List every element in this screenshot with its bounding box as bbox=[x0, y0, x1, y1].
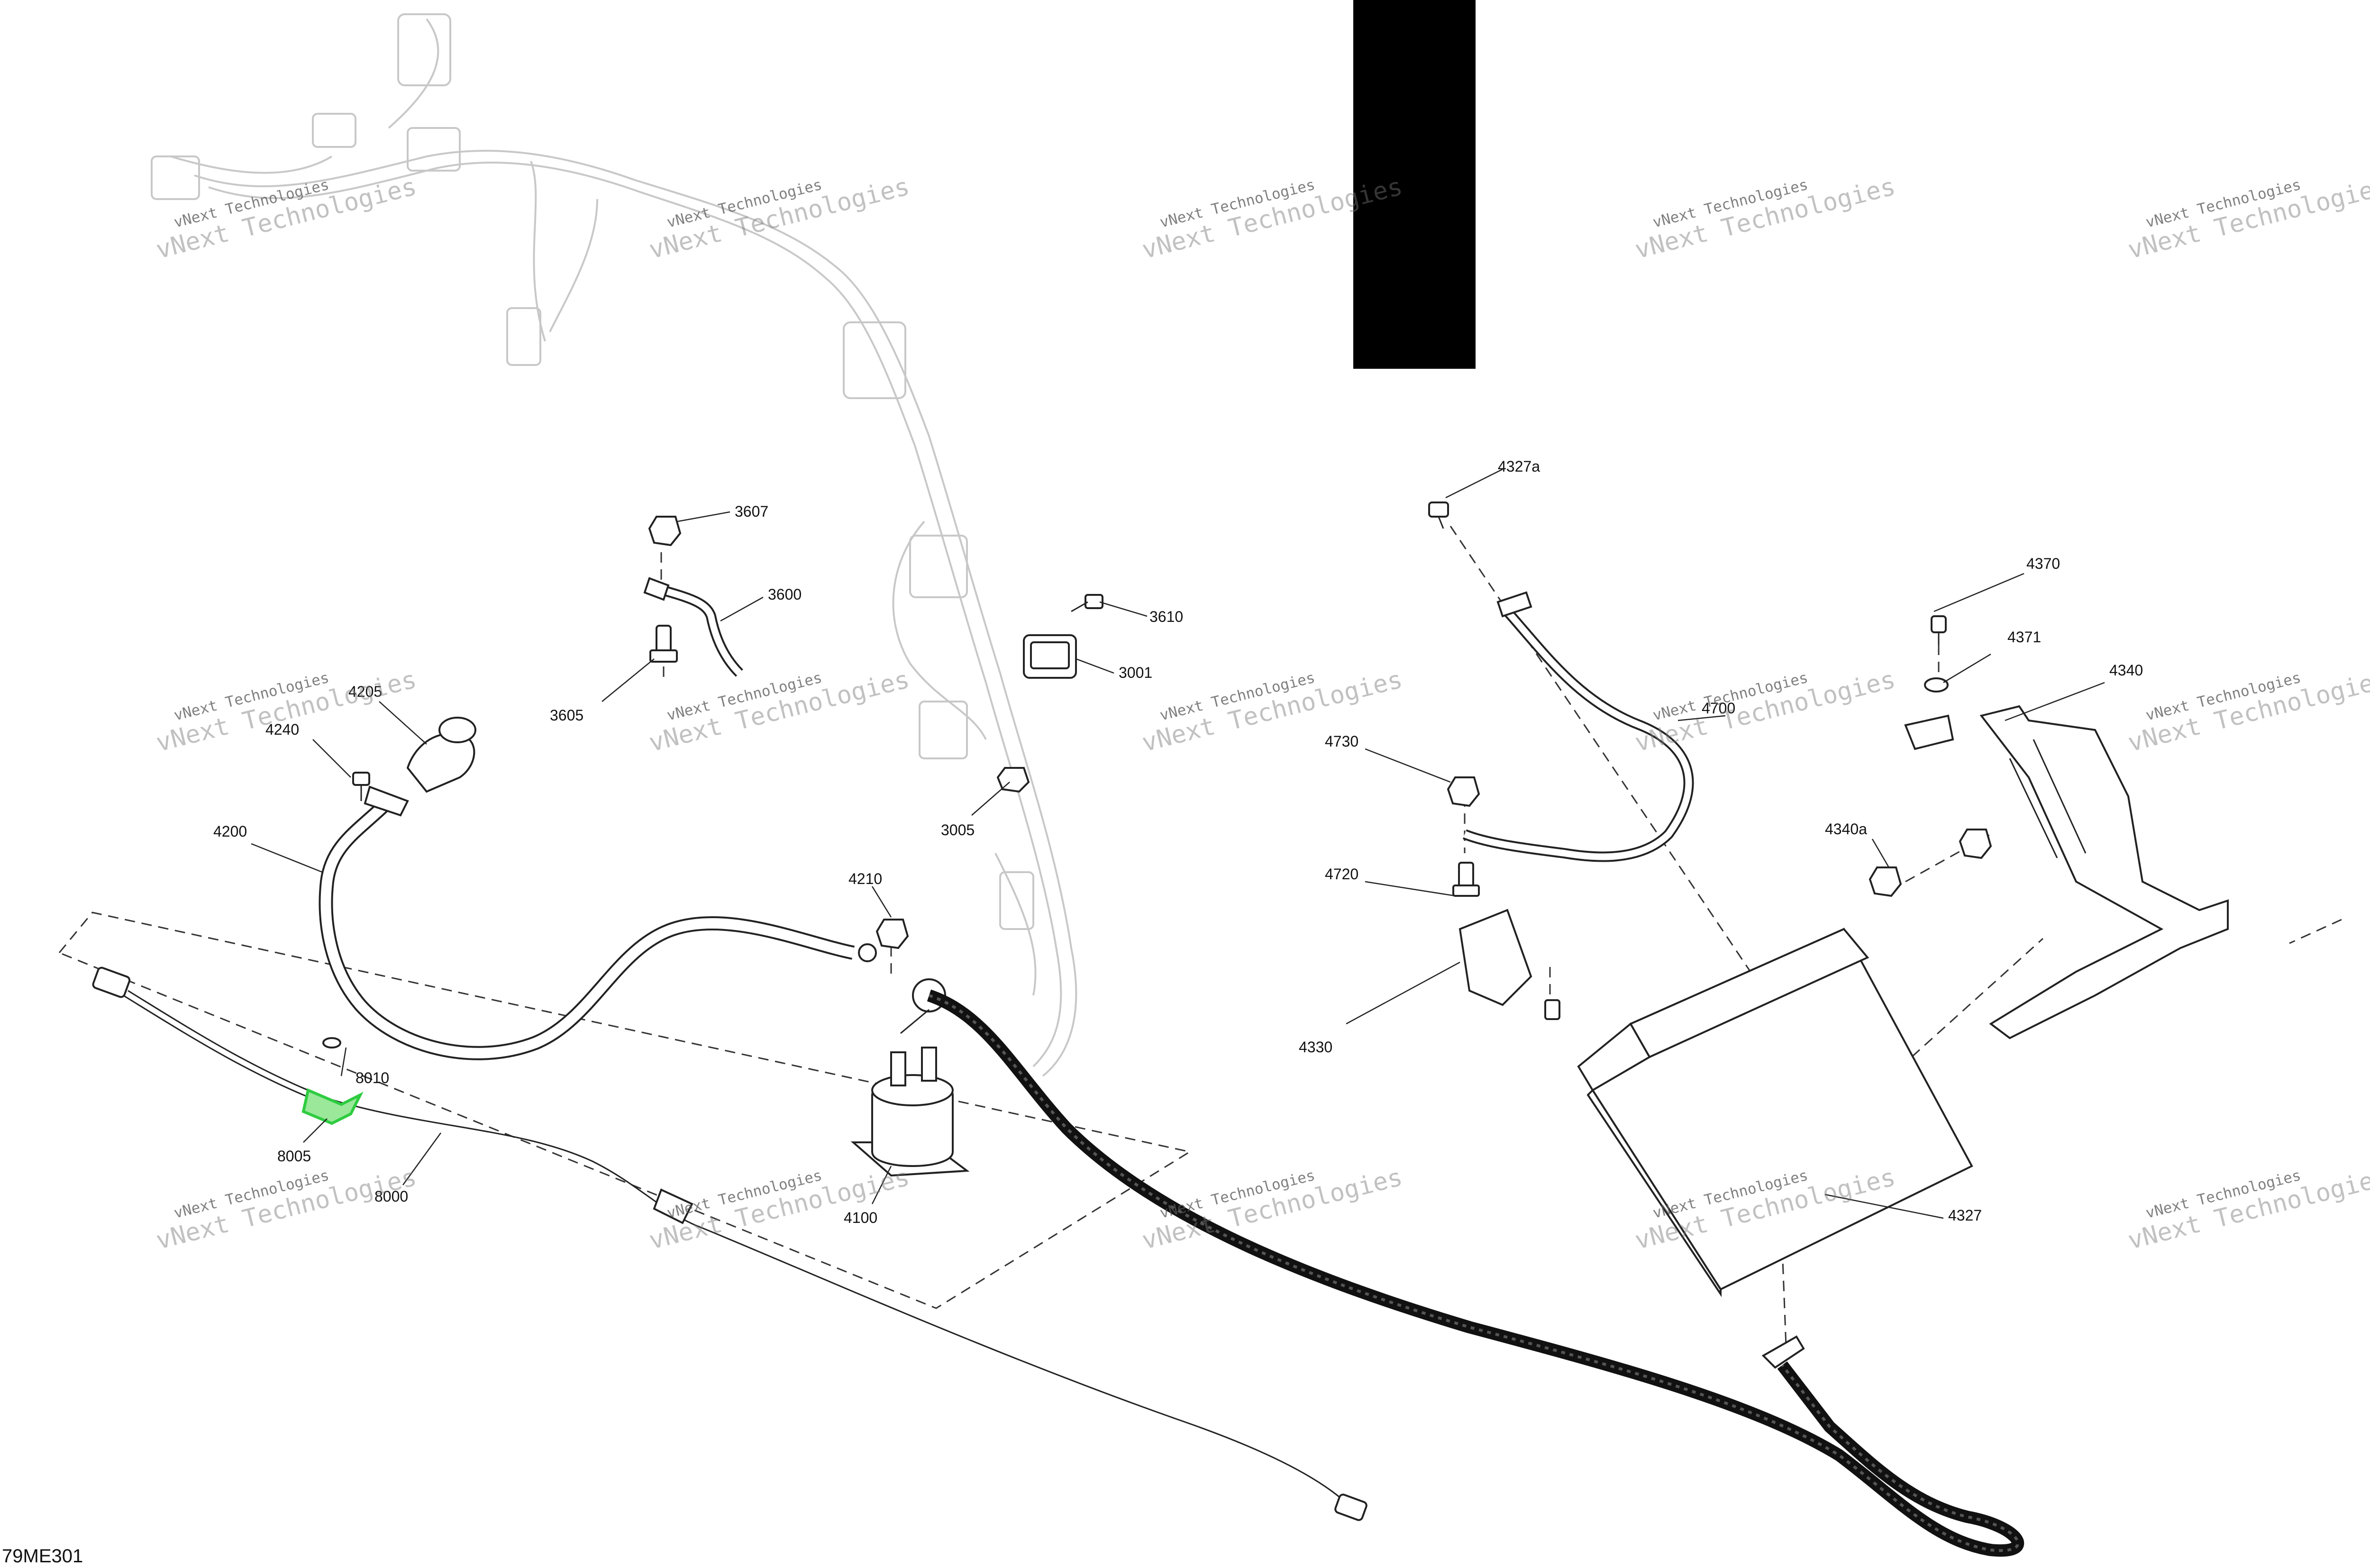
callout-4700: 4700 bbox=[1702, 700, 1735, 717]
ground-strap-3600 bbox=[643, 577, 743, 677]
callout-4371: 4371 bbox=[2007, 629, 2041, 646]
screw-4327a bbox=[1428, 501, 1449, 529]
battery-4327 bbox=[1577, 928, 1973, 1297]
watermark: vNext Technologies vNext Technologies bbox=[646, 1163, 912, 1256]
callout-4330: 4330 bbox=[1299, 1039, 1332, 1056]
callout-4327a: 4327a bbox=[1498, 458, 1540, 475]
starter-relay-4100 bbox=[850, 978, 970, 1177]
screw-8010 bbox=[322, 1037, 341, 1048]
redaction-block bbox=[1353, 0, 1476, 369]
watermark: vNext Technologies vNext Technologies bbox=[646, 665, 912, 758]
nut-4730 bbox=[1447, 776, 1480, 807]
callout-3605: 3605 bbox=[550, 707, 583, 724]
watermark: vNext Technologies vNext Technologies bbox=[646, 173, 912, 265]
washer-4371 bbox=[1924, 677, 1949, 693]
watermark: vNext Technologies vNext Technologies bbox=[2125, 1163, 2370, 1256]
dashed-reference-lines bbox=[58, 526, 2342, 1370]
ghost-main-harness bbox=[151, 13, 1077, 1077]
watermark: vNext Technologies vNext Technologies bbox=[2125, 173, 2370, 265]
leader-lines bbox=[251, 468, 2105, 1219]
callout-4327: 4327 bbox=[1948, 1207, 1982, 1224]
main-ground-cable bbox=[927, 989, 2024, 1557]
screw-4370 bbox=[1931, 615, 1947, 645]
battery-cable-4200 bbox=[319, 785, 877, 1060]
watermark: vNext Technologies vNext Technologies bbox=[153, 665, 419, 758]
clip-8005-highlighted bbox=[301, 1088, 364, 1125]
callout-3005: 3005 bbox=[941, 821, 975, 839]
screw-4330-small bbox=[1544, 999, 1560, 1020]
callout-4205: 4205 bbox=[348, 683, 382, 700]
callout-3607: 3607 bbox=[735, 503, 768, 520]
nut-3607 bbox=[648, 516, 682, 547]
callout-4340: 4340 bbox=[2109, 662, 2143, 679]
screw-4240 bbox=[352, 772, 370, 801]
watermark: vNext Technologies vNext Technologies bbox=[2125, 665, 2370, 758]
nut-4340a bbox=[1869, 829, 1992, 897]
callout-3610: 3610 bbox=[1149, 608, 1183, 625]
terminal-cover-4330 bbox=[1458, 909, 1532, 1006]
callout-3600: 3600 bbox=[768, 586, 802, 603]
watermark: vNext Technologies vNext Technologies bbox=[1139, 665, 1405, 758]
callout-labels: 3607 3600 3605 3610 3001 3005 4205 4240 … bbox=[213, 458, 2143, 1226]
screw-3605 bbox=[649, 625, 678, 663]
watermarks: vNext Technologies vNext Technologies vN… bbox=[153, 173, 2370, 1256]
callout-4200: 4200 bbox=[213, 823, 247, 840]
callout-4370: 4370 bbox=[2026, 555, 2060, 572]
watermark: vNext Technologies vNext Technologies bbox=[1632, 173, 1898, 265]
sensor-wire-8000 bbox=[92, 966, 1367, 1521]
connector-3001 bbox=[1023, 634, 1077, 679]
diagram-code: 79ME301 bbox=[2, 1546, 83, 1567]
watermark: vNext Technologies vNext Technologies bbox=[1139, 1163, 1405, 1256]
callout-8005: 8005 bbox=[277, 1148, 311, 1165]
callout-4100: 4100 bbox=[844, 1209, 877, 1226]
callout-8000: 8000 bbox=[374, 1188, 408, 1205]
callout-4240: 4240 bbox=[265, 721, 299, 738]
screw-3610 bbox=[1071, 594, 1103, 612]
screw-4720 bbox=[1452, 862, 1480, 897]
callout-4720: 4720 bbox=[1325, 866, 1358, 883]
callout-8010: 8010 bbox=[356, 1069, 389, 1086]
nut-4210 bbox=[875, 919, 909, 949]
battery-bracket-4340 bbox=[1904, 705, 2229, 1039]
watermark: vNext Technologies vNext Technologies bbox=[1632, 665, 1898, 758]
callout-3001: 3001 bbox=[1119, 664, 1152, 681]
terminal-cap-4205 bbox=[406, 717, 476, 793]
callout-4730: 4730 bbox=[1325, 733, 1358, 750]
callout-4340a: 4340a bbox=[1825, 820, 1867, 838]
callout-4210: 4210 bbox=[848, 870, 882, 887]
battery-cable-4700 bbox=[1462, 591, 1694, 862]
